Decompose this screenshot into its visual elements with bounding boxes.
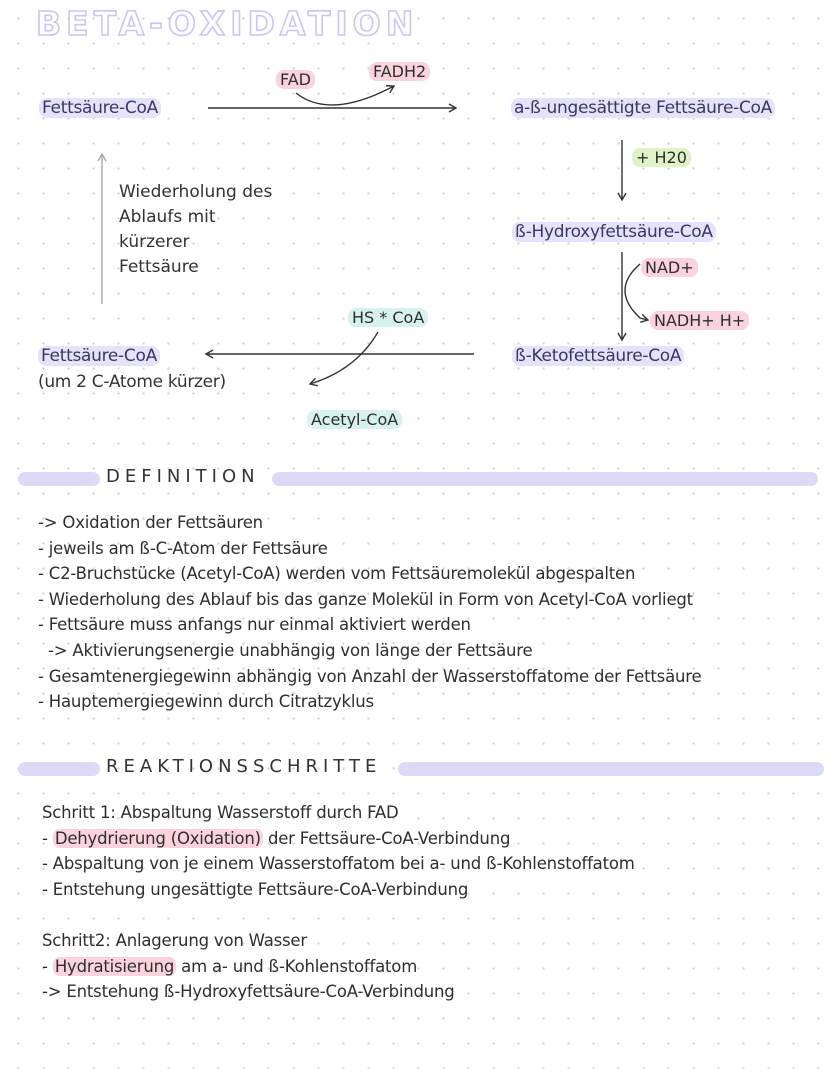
cycle-arrows bbox=[97, 85, 650, 387]
page-title: BETA-OXIDATION bbox=[35, 3, 419, 44]
label-fadh2: FADH2 bbox=[369, 62, 431, 81]
definition-heading: DEFINITION bbox=[106, 466, 260, 487]
node-shortened-note: (um 2 C-Atome kürzer) bbox=[38, 372, 226, 392]
node-ketofettsaeure-coa: ß-Ketofettsäure-CoA bbox=[512, 346, 685, 366]
definition-line: -> Oxidation der Fettsäuren bbox=[38, 513, 263, 532]
repeat-note-line: Wiederholung des bbox=[119, 182, 273, 202]
label-fad: FAD bbox=[276, 70, 315, 89]
node-ungesaettigte-fettsaeure-coa: a-ß-ungesättigte Fettsäure-CoA bbox=[511, 98, 775, 118]
repeat-note-line: Fettsäure bbox=[119, 257, 199, 277]
definition-line: - Fettsäure muss anfangs nur einmal akti… bbox=[38, 615, 471, 635]
section-band-right bbox=[272, 472, 818, 486]
reaktion-heading: REAKTIONSSCHRITTE bbox=[106, 756, 382, 777]
step2-line: -> Entstehung ß-Hydroxyfettsäure-CoA-Ver… bbox=[42, 982, 455, 1002]
step2-title: Schritt2: Anlagerung von Wasser bbox=[42, 930, 307, 950]
definition-line: - Gesamtenergiegewinn abhängig von Anzah… bbox=[38, 666, 702, 686]
highlight-hydratisierung: Hydratisierung bbox=[52, 956, 177, 976]
label-h2o: + H20 bbox=[632, 148, 691, 167]
node-hydroxyfettsaeure-coa: ß-Hydroxyfettsäure-CoA bbox=[512, 222, 716, 242]
arrow-fad-curve bbox=[295, 85, 396, 106]
label-nadh: NADH+ H+ bbox=[650, 311, 750, 330]
arrow-nad-curve bbox=[624, 263, 650, 323]
step2-line: - Hydratisierung am a- und ß-Kohlenstoff… bbox=[42, 956, 418, 976]
definition-line: - Wiederholung des Ablauf bis das ganze … bbox=[38, 589, 693, 609]
section-band-left bbox=[18, 762, 100, 776]
definition-line: - jeweils am ß-C-Atom der Fettsäure bbox=[38, 538, 328, 558]
node-fettsaeure-coa: Fettsäure-CoA bbox=[39, 98, 161, 118]
definition-list: -> Oxidation der Fettsäuren - jeweils am… bbox=[38, 510, 702, 715]
reaktion-steps: Schritt 1: Abspaltung Wasserstoff durch … bbox=[42, 800, 635, 1005]
label-acetyl-coa: Acetyl-CoA bbox=[307, 410, 403, 429]
repeat-note-line: Ablaufs mit bbox=[119, 207, 216, 227]
step1-line: - Abspaltung von je einem Wasserstoffato… bbox=[42, 854, 635, 874]
highlight-dehydrierung: Dehydrierung (Oxidation) bbox=[52, 828, 263, 848]
node-shortened-fettsaeure-coa: Fettsäure-CoA bbox=[38, 346, 160, 366]
repeat-note: Wiederholung des Ablaufs mit kürzerer Fe… bbox=[119, 180, 272, 280]
step1-title: Schritt 1: Abspaltung Wasserstoff durch … bbox=[42, 803, 399, 822]
step1-line: - Dehydrierung (Oxidation) der Fettsäure… bbox=[42, 828, 511, 848]
step1-line: - Entstehung ungesättigte Fettsäure-CoA-… bbox=[42, 879, 469, 899]
section-band-left bbox=[18, 472, 100, 486]
definition-line: -> Aktivierungsenergie unabhängig von lä… bbox=[48, 640, 533, 660]
section-band-right bbox=[398, 762, 824, 776]
label-hs-coa: HS * CoA bbox=[348, 308, 429, 327]
definition-line: - C2-Bruchstücke (Acetyl-CoA) werden vom… bbox=[38, 564, 636, 584]
arrow-acetyl-curve bbox=[308, 331, 379, 387]
repeat-note-line: kürzerer bbox=[119, 232, 190, 252]
label-nad: NAD+ bbox=[641, 258, 698, 277]
definition-line: - Hauptemergiegewinn durch Citratzyklus bbox=[38, 692, 374, 712]
